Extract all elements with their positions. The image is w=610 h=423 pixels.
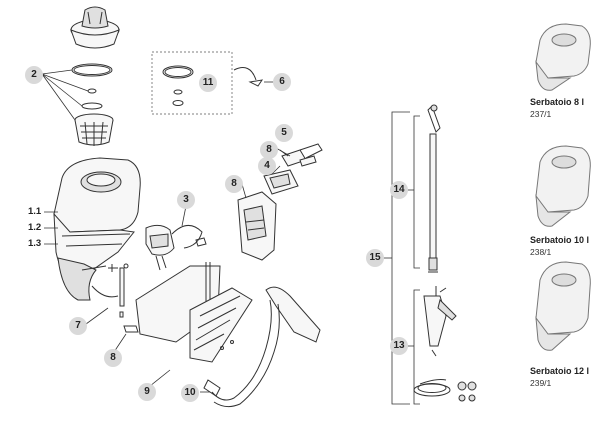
variant-tank-10l-drawing [535,145,591,227]
pump-head-drawing [145,224,207,271]
callout-14: 14 [390,181,408,199]
variant-name: Serbatoio 12 l [530,366,590,376]
bracket-15 [391,111,410,405]
callout-13: 13 [390,337,408,355]
gasket-rings-drawing [71,63,113,110]
callout-2: 2 [25,66,43,84]
callout-4: 4 [258,157,276,175]
callout-6: 6 [273,73,291,91]
callout-8-upper: 8 [260,141,278,159]
callout-5: 5 [275,124,293,142]
variant-tank-8l-drawing [535,23,591,91]
filler-cap-drawing [70,6,120,49]
callout-8-middle: 8 [225,175,243,193]
callout-11: 11 [199,74,217,92]
callout-10: 10 [181,384,199,402]
callout-8-lower: 8 [104,349,122,367]
suction-tube-drawing [91,263,129,318]
screw-drawing [123,325,139,333]
variant-tank-12l-drawing [535,261,591,351]
variant-name: Serbatoio 8 l [530,97,585,107]
spring-clip-drawing [233,67,257,81]
filter-basket-drawing [74,113,114,146]
hose-coil-drawing [413,379,477,402]
trigger-valve-drawing [423,286,457,357]
shoulder-strap-drawing [203,286,321,408]
pump-housing-drawing [237,143,323,261]
o-ring-drawing [162,65,194,79]
callout-3: 3 [177,191,195,209]
variant-code: 238/1 [530,247,552,257]
spray-lance-drawing [427,104,441,273]
label-1-1: 1.1 [28,206,42,217]
variant-code: 239/1 [530,378,552,388]
variant-name: Serbatoio 10 l [530,235,590,245]
variant-code: 237/1 [530,109,552,119]
label-1-3: 1.3 [28,238,42,249]
tank-drawing [53,157,141,301]
bracket-13 [413,289,420,405]
callout-15: 15 [366,249,384,267]
back-plate-drawing [135,262,253,363]
callout-9: 9 [138,383,156,401]
bracket-14 [413,115,420,269]
seal-kit-box [151,51,233,115]
callout-7: 7 [69,317,87,335]
label-1-2: 1.2 [28,222,42,233]
